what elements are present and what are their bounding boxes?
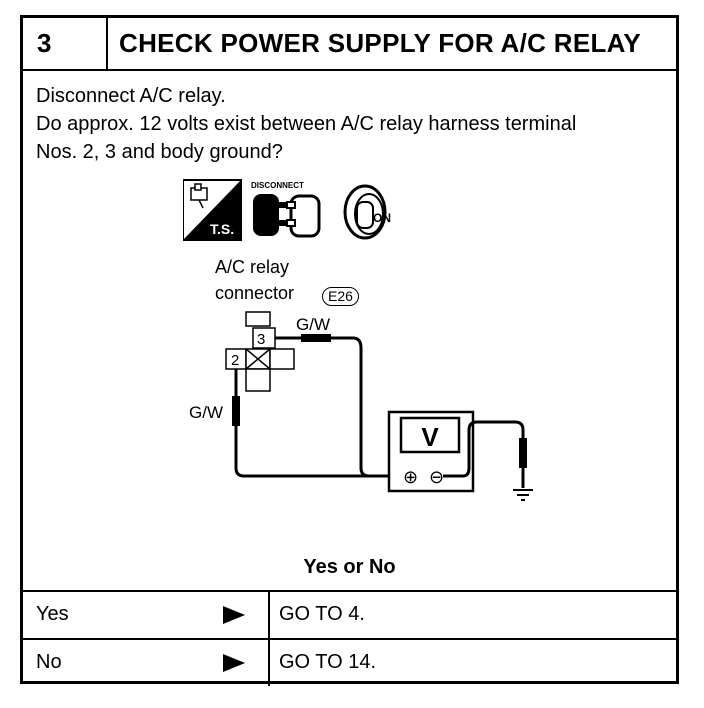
arrow-right-icon	[223, 654, 245, 677]
instruction-line-3: Nos. 2, 3 and body ground?	[36, 141, 283, 163]
voltmeter-symbol: V	[421, 422, 439, 452]
ts-icon: T.S.	[183, 179, 242, 241]
disconnect-icon: DISCONNECT	[251, 181, 321, 238]
wire-left-label: G/W	[189, 403, 223, 422]
result-row-no: No GO TO 14.	[23, 638, 676, 686]
wire-terminal-2	[232, 369, 397, 478]
instruction-text: Disconnect A/C relay. Do approx. 12 volt…	[36, 82, 576, 166]
answer-yes: Yes	[36, 603, 69, 625]
question-label: Yes or No	[303, 556, 396, 578]
voltmeter: V ⊕ ⊖	[387, 410, 475, 493]
answer-no: No	[36, 651, 62, 673]
meter-minus-terminal: ⊖	[429, 467, 444, 488]
procedure-frame: 3 CHECK POWER SUPPLY FOR A/C RELAY Disco…	[20, 15, 679, 686]
header-divider	[106, 18, 108, 69]
connector-id-badge: E26	[322, 287, 359, 306]
action-no: GO TO 14.	[279, 651, 377, 673]
terminal-3-label: 3	[257, 331, 265, 348]
meter-plus-terminal: ⊕	[403, 467, 418, 488]
step-title: CHECK POWER SUPPLY FOR A/C RELAY	[119, 28, 641, 58]
wire-top-label: G/W	[296, 315, 330, 334]
connector-label-line-1: A/C relay	[215, 257, 290, 277]
result-row-yes: Yes GO TO 4.	[23, 590, 676, 638]
terminal-2-label: 2	[231, 352, 239, 369]
result-divider	[268, 640, 270, 686]
ts-icon-label: T.S.	[210, 221, 234, 237]
wiring-diagram: 3 2 G/W G/W V ⊕ ⊖	[189, 311, 533, 501]
connector-label-line-2: connector	[215, 283, 295, 303]
arrow-right-icon	[223, 606, 245, 629]
ignition-on-label: ON	[373, 211, 391, 225]
instruction-line-2: Do approx. 12 volts exist between A/C re…	[36, 113, 577, 135]
disconnect-icon-label: DISCONNECT	[251, 181, 304, 190]
ignition-on-icon: ON	[343, 184, 391, 240]
instruction-line-1: Disconnect A/C relay.	[36, 85, 226, 107]
step-header: 3 CHECK POWER SUPPLY FOR A/C RELAY	[23, 18, 676, 71]
relay-connector	[225, 311, 295, 392]
step-number: 3	[37, 28, 52, 58]
action-yes: GO TO 4.	[279, 603, 365, 625]
procedure-icons: T.S. DISCONNECT ON	[183, 179, 391, 241]
result-divider	[268, 592, 270, 638]
ground-symbol-icon	[513, 489, 533, 501]
ground-wire	[443, 420, 527, 488]
